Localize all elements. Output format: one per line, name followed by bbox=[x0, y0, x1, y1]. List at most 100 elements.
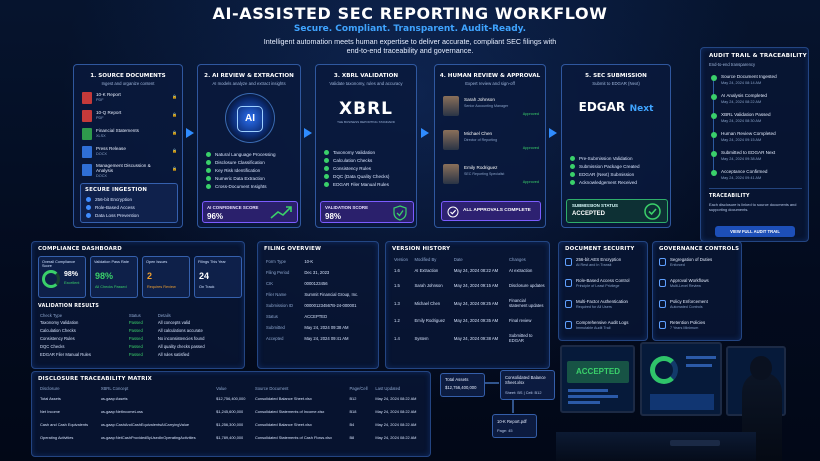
audit-title: AUDIT TRAIL & TRACEABILITY bbox=[709, 53, 807, 59]
monitor-line bbox=[568, 389, 608, 392]
table-cell: System bbox=[414, 335, 429, 341]
node-label: Consolidated Balance Sheet.xlsx bbox=[505, 375, 546, 385]
table-header: Modified By bbox=[414, 257, 437, 262]
node-page: Page: 45 bbox=[497, 428, 513, 433]
table-cell: Calculation Checks bbox=[40, 328, 76, 334]
table-cell: Emily Rodriguez bbox=[414, 318, 446, 323]
document-format: DOCX bbox=[96, 174, 107, 178]
reviewer-name: Sarah Johnson bbox=[464, 97, 495, 102]
xbrl-logo-subtext: THE BUSINESS REPORTING STANDARD bbox=[337, 120, 395, 124]
table-cell: Cash and Cash Equivalents bbox=[40, 422, 89, 427]
audit-event-date: May 24, 2024 08:14 AM bbox=[721, 81, 762, 85]
secure-item-label: Data Loss Prevention bbox=[95, 213, 139, 218]
check-item-label: Taxonomy Validation bbox=[333, 150, 376, 155]
xbrl-logo: XBRL bbox=[339, 99, 393, 119]
view-audit-trail-button[interactable]: VIEW FULL AUDIT TRAIL bbox=[715, 226, 795, 237]
matrix-title: DISCLOSURE TRACEABILITY MATRIX bbox=[38, 376, 153, 382]
table-header: Source Document bbox=[254, 386, 289, 391]
secure-item-label: 256-bit Encryption bbox=[95, 197, 133, 202]
document-format: PDF bbox=[96, 116, 104, 120]
table-cell: Form Type bbox=[266, 259, 286, 264]
stage-subtitle: AI models analyze and extract insights bbox=[212, 81, 286, 86]
lock-shield-icon bbox=[565, 321, 572, 329]
table-header: Value bbox=[216, 386, 227, 391]
table-row: Cash and Cash Equivalents us-gaap:CashAnd… bbox=[38, 418, 426, 431]
control-title: Segregation of Duties bbox=[670, 257, 713, 262]
node-value: $12,756,400,000 bbox=[445, 385, 477, 390]
kpi-label: Validation Pass Rate bbox=[94, 260, 129, 264]
timeline-line bbox=[713, 76, 714, 176]
shield-check-icon bbox=[393, 205, 407, 221]
check-circle-icon bbox=[324, 150, 329, 156]
check-item: Submission Package Created bbox=[570, 163, 640, 171]
control-subtitle: At Rest and In Transit bbox=[576, 263, 612, 267]
reviewer-name: Michael Chen bbox=[464, 131, 493, 136]
kpi-value: 98% bbox=[64, 271, 79, 278]
check-item: EDGAR Filer Manual Rules bbox=[324, 181, 389, 189]
check-item-label: Disclosure Classification bbox=[215, 160, 265, 165]
check-circle-icon bbox=[324, 158, 329, 164]
score-value: 96% bbox=[207, 212, 224, 221]
keyboard bbox=[670, 440, 720, 446]
audit-event-title: AI Analysis Completed bbox=[721, 93, 767, 98]
node-label: Total Assets bbox=[445, 377, 469, 382]
table-cell: 1.3 bbox=[394, 300, 400, 306]
table-cell: 1.6 bbox=[394, 268, 400, 273]
table-cell: May 24, 2024 09:35 AM bbox=[453, 318, 499, 323]
lock-shield-icon bbox=[565, 300, 572, 308]
check-item-label: Key Risk Identification bbox=[215, 168, 261, 173]
timeline-check-icon bbox=[711, 113, 717, 119]
check-item: Taxonomy Validation bbox=[324, 149, 389, 157]
stage-xbrl-validation: 3. XBRL VALIDATION Validate taxonomy, ru… bbox=[315, 64, 417, 228]
audit-subtitle: End-to-end transparency bbox=[709, 62, 756, 67]
monitor-chart-area bbox=[650, 394, 714, 410]
lock-icon: 🔒 bbox=[172, 112, 177, 117]
document-name: 10-K Report bbox=[96, 92, 121, 97]
stage-human-review: 4. HUMAN REVIEW & APPROVAL Expert review… bbox=[434, 64, 546, 228]
table-cell: B4 bbox=[349, 422, 355, 427]
governance-check-icon bbox=[659, 300, 666, 308]
stage-subtitle: Validate taxonomy, rules and accuracy bbox=[329, 81, 403, 86]
table-cell: us-gaap:CashAndCashEquivalentsAtCarrying… bbox=[100, 422, 190, 427]
governance-title: GOVERNANCE CONTROLS bbox=[659, 246, 740, 252]
reviewer-role: Senior Accounting Manager bbox=[464, 104, 509, 108]
table-cell: us-gaap:Assets bbox=[100, 396, 128, 401]
table-cell: DQC Checks bbox=[40, 343, 65, 349]
control-title: Approval Workflows bbox=[670, 278, 709, 283]
check-circle-icon bbox=[206, 152, 211, 158]
check-circle-icon bbox=[570, 172, 575, 178]
flow-arrow bbox=[304, 128, 312, 138]
lock-icon: 🔒 bbox=[172, 166, 177, 171]
stage-title: 4. HUMAN REVIEW & APPROVAL bbox=[439, 73, 541, 79]
table-header: Check Type bbox=[40, 313, 63, 318]
all-approvals-banner: ALL APPROVALS COMPLETE bbox=[441, 201, 541, 221]
table-cell: May 24, 2024 08:22 AM bbox=[453, 268, 499, 273]
traceability-text: Each disclosure is linked to source docu… bbox=[709, 202, 797, 212]
check-item: DQC (Data Quality Checks) bbox=[324, 173, 389, 181]
header: AI-ASSISTED SEC REPORTING WORKFLOW Secur… bbox=[0, 4, 820, 55]
secure-ingestion-title: SECURE INGESTION bbox=[85, 187, 148, 193]
check-circle-icon bbox=[324, 182, 329, 188]
page-title: AI-ASSISTED SEC REPORTING WORKFLOW bbox=[212, 4, 608, 23]
check-item: Cross-Document Insights bbox=[206, 183, 276, 191]
edgar-logo-text: EDGAR bbox=[578, 100, 626, 114]
table-cell: Submitted to EDGAR bbox=[509, 333, 533, 343]
control-subtitle: Principle of Least Privilege bbox=[576, 284, 620, 288]
avatar bbox=[443, 96, 459, 116]
kpi-sub: Requires Review bbox=[147, 285, 176, 289]
table-cell: May 24, 2024 09:25 AM bbox=[453, 300, 499, 306]
